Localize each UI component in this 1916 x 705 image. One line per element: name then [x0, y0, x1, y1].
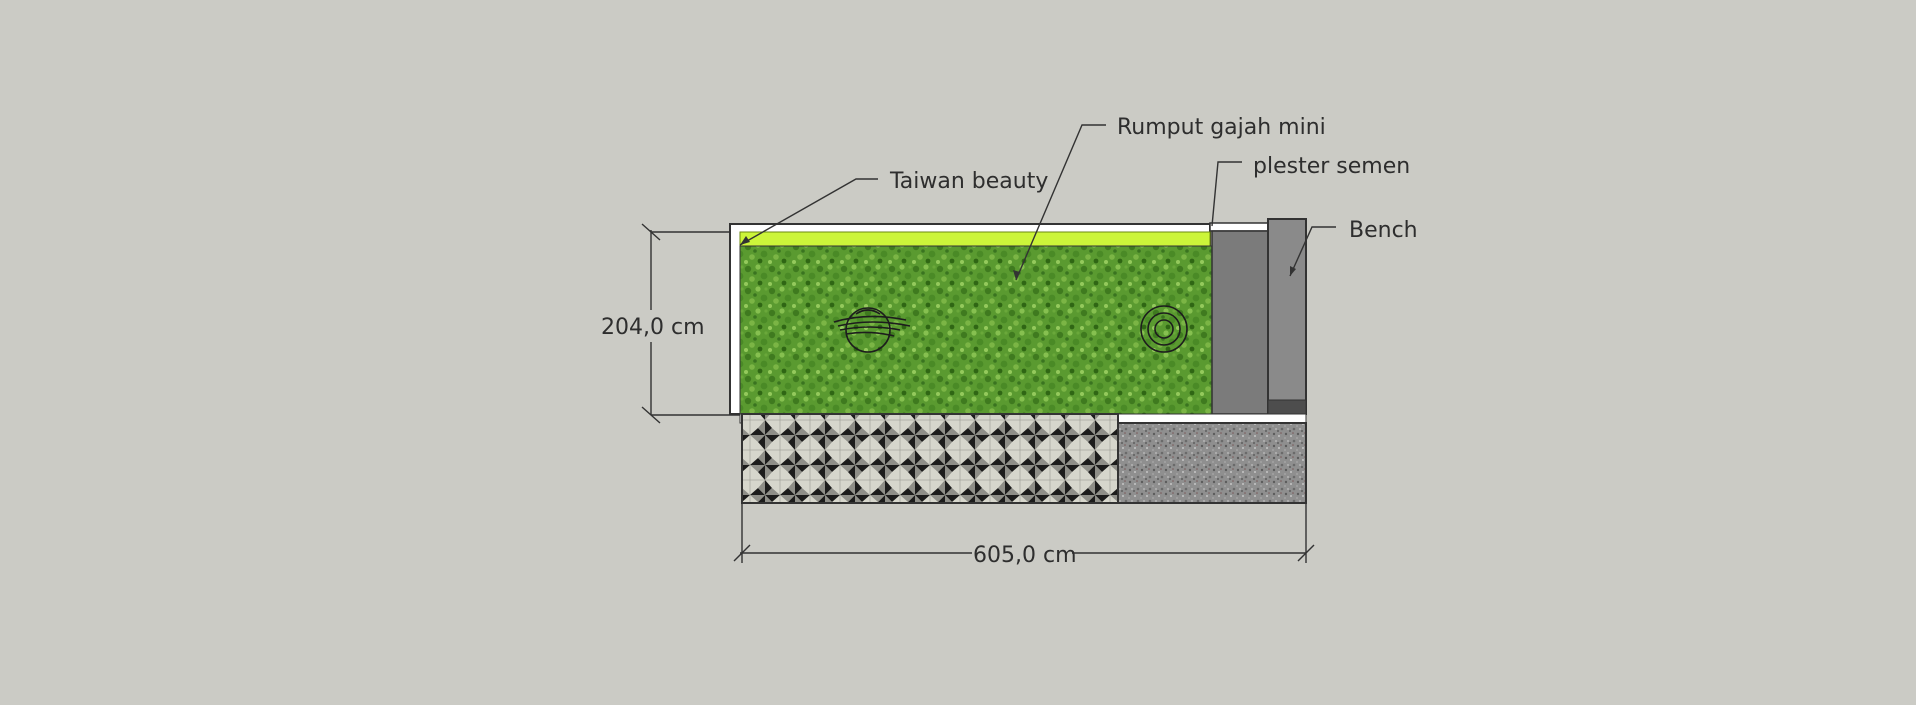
annotation-leaders — [739, 124, 1336, 281]
label-plester-semen: plester semen — [1253, 154, 1410, 179]
bench — [1267, 218, 1307, 415]
leader-rumput-gajah-mini — [1015, 124, 1106, 281]
label-bench: Bench — [1349, 218, 1418, 243]
width-dimension-label: 605,0 cm — [973, 543, 1077, 568]
leader-plester-semen — [1211, 161, 1242, 227]
taiwan-beauty-strip — [739, 231, 1211, 247]
top-wall-cap — [1209, 222, 1271, 232]
width-dimension-label-bg — [972, 539, 1072, 569]
height-dimension-label: 204,0 cm — [601, 315, 705, 340]
label-taiwan-beauty: Taiwan beauty — [889, 169, 1048, 194]
leader-bench — [1289, 226, 1336, 277]
patterned-tile-paving — [741, 413, 1119, 504]
plant-symbol-left — [833, 307, 911, 353]
height-dimension-label-bg — [598, 310, 704, 342]
label-rumput-gajah-mini: Rumput gajah mini — [1117, 115, 1326, 140]
leader-taiwan-beauty — [739, 178, 878, 246]
bench-footing — [1267, 399, 1307, 415]
plant-symbol-right — [1140, 305, 1188, 353]
annotation-arrowheads — [740, 236, 1296, 280]
grass-lawn-area — [739, 245, 1213, 415]
gravel-paving — [1117, 422, 1307, 504]
cement-plaster-area — [1211, 230, 1269, 415]
